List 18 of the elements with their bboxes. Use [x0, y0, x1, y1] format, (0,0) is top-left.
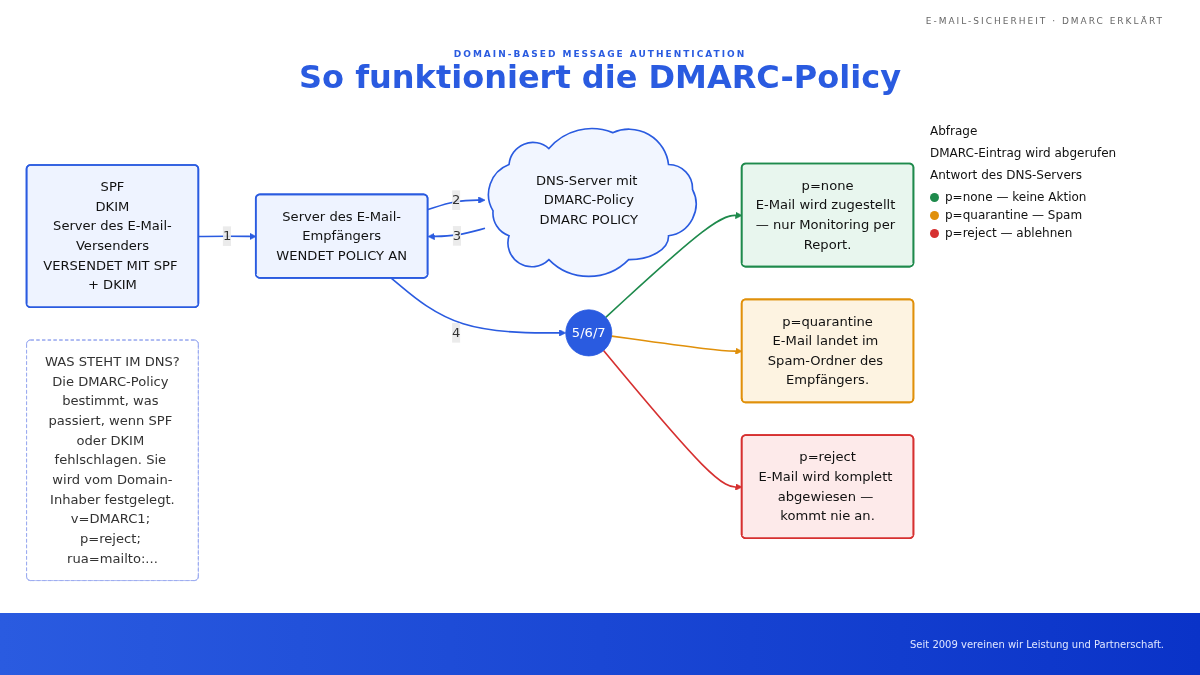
subtitle: DOMAIN-BASED MESSAGE AUTHENTICATION — [453, 49, 747, 59]
arrow — [390, 277, 567, 337]
node-circle: 5/6/7 — [565, 309, 613, 357]
note-text: DMARC-Eintrag wird abgerufen — [930, 146, 1117, 160]
edge-label: 1 — [222, 228, 232, 244]
title: So funktioniert die DMARC-Policy — [298, 58, 902, 96]
edge-label: 4 — [452, 325, 461, 341]
arrow — [427, 227, 486, 241]
legend-heading: Antwort des DNS-Servers — [930, 168, 1082, 182]
legend-text: p=none — keine Aktion — [945, 190, 1087, 204]
edge-label: 2 — [452, 192, 461, 208]
header-text: E-MAIL-SICHERHEIT · DMARC ERKLÄRT — [925, 16, 1164, 26]
footer-text: Seit 2009 vereinen wir Leistung und Partnerschaft. — [910, 639, 1164, 650]
legend-text: p=reject — ablehnen — [945, 226, 1073, 240]
note-text: Abfrage — [930, 124, 978, 138]
legend-text: p=quarantine — Spam — [945, 208, 1083, 222]
arrow — [427, 197, 486, 211]
edge-label: 3 — [452, 228, 462, 244]
